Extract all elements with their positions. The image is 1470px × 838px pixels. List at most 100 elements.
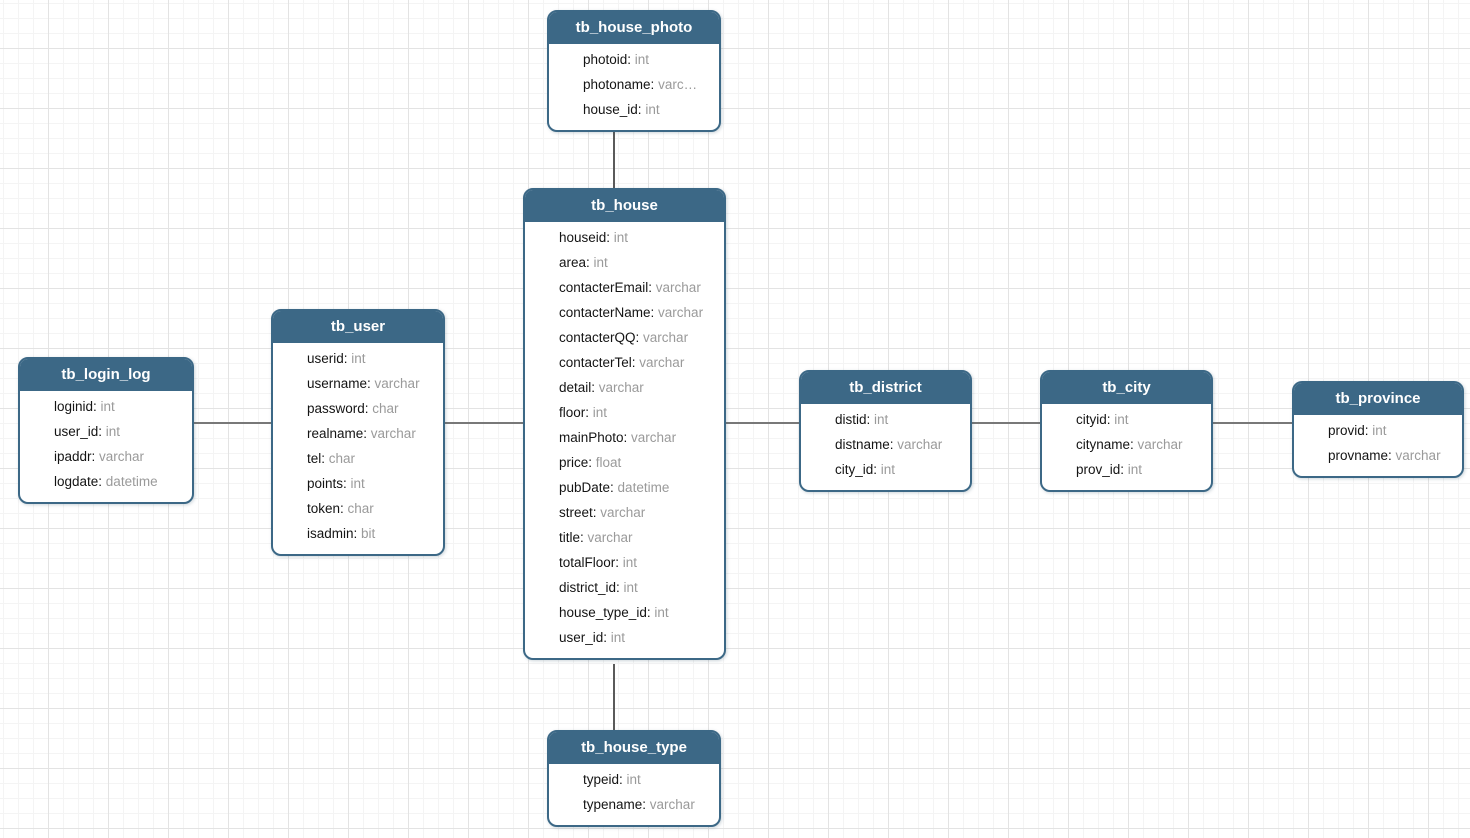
field-row-price[interactable]: price: float [525, 450, 718, 475]
table-title-tb_house_photo[interactable]: tb_house_photo [549, 12, 719, 44]
field-row-distname[interactable]: distname: varchar [801, 432, 964, 457]
field-type: varchar [652, 280, 701, 295]
field-type: int [96, 399, 115, 414]
field-row-cityid[interactable]: cityid: int [1042, 407, 1205, 432]
field-row-provname[interactable]: provname: varchar [1294, 443, 1456, 468]
connector-house_photo-house[interactable] [613, 131, 615, 190]
field-name: photoid: [583, 52, 632, 67]
connector-district-city[interactable] [966, 422, 1042, 424]
field-row-photoname[interactable]: photoname: varc… [549, 72, 713, 97]
table-title-tb_login_log[interactable]: tb_login_log [20, 359, 192, 391]
field-name: user_id: [54, 424, 103, 439]
field-name: userid: [307, 351, 348, 366]
field-type: varchar [595, 380, 644, 395]
field-row-typeid[interactable]: typeid: int [549, 767, 713, 792]
field-name: contacterQQ: [559, 330, 640, 345]
field-type: int [870, 412, 889, 427]
field-row-pubDate[interactable]: pubDate: datetime [525, 475, 718, 500]
connector-house-house_type[interactable] [613, 664, 615, 732]
field-name: house_id: [583, 102, 642, 117]
field-type: int [1124, 462, 1143, 477]
table-title-tb_district[interactable]: tb_district [801, 372, 970, 404]
field-name: totalFloor: [559, 555, 620, 570]
field-row-password[interactable]: password: char [273, 396, 437, 421]
field-row-loginid[interactable]: loginid: int [20, 394, 186, 419]
field-row-token[interactable]: token: char [273, 496, 437, 521]
field-row-contacterQQ[interactable]: contacterQQ: varchar [525, 325, 718, 350]
field-row-userid[interactable]: userid: int [273, 346, 437, 371]
field-name: cityid: [1076, 412, 1111, 427]
field-row-user_id[interactable]: user_id: int [525, 625, 718, 650]
field-row-distid[interactable]: distid: int [801, 407, 964, 432]
field-row-cityname[interactable]: cityname: varchar [1042, 432, 1205, 457]
field-row-logdate[interactable]: logdate: datetime [20, 469, 186, 494]
field-row-prov_id[interactable]: prov_id: int [1042, 457, 1205, 482]
field-name: contacterName: [559, 305, 655, 320]
field-name: typeid: [583, 772, 623, 787]
field-name: distid: [835, 412, 871, 427]
field-row-user_id[interactable]: user_id: int [20, 419, 186, 444]
field-row-isadmin[interactable]: isadmin: bit [273, 521, 437, 546]
field-row-district_id[interactable]: district_id: int [525, 575, 718, 600]
field-type: varc… [654, 77, 698, 92]
field-name: title: [559, 530, 584, 545]
field-row-street[interactable]: street: varchar [525, 500, 718, 525]
connector-house-district[interactable] [720, 422, 801, 424]
field-row-ipaddr[interactable]: ipaddr: varchar [20, 444, 186, 469]
field-type: varchar [583, 530, 633, 545]
field-row-detail[interactable]: detail: varchar [525, 375, 718, 400]
field-row-floor[interactable]: floor: int [525, 400, 718, 425]
field-row-house_id[interactable]: house_id: int [549, 97, 713, 122]
field-row-provid[interactable]: provid: int [1294, 418, 1456, 443]
field-row-tel[interactable]: tel: char [273, 446, 437, 471]
field-row-contacterTel[interactable]: contacterTel: varchar [525, 350, 718, 375]
field-name: password: [307, 401, 369, 416]
field-name: ipaddr: [54, 449, 96, 464]
field-row-mainPhoto[interactable]: mainPhoto: varchar [525, 425, 718, 450]
field-type: int [641, 102, 660, 117]
field-row-contacterName[interactable]: contacterName: varchar [525, 300, 718, 325]
field-row-area[interactable]: area: int [525, 250, 718, 275]
field-type: varchar [639, 330, 689, 345]
connector-login_log-user[interactable] [188, 422, 273, 424]
field-row-city_id[interactable]: city_id: int [801, 457, 964, 482]
field-name: street: [559, 505, 597, 520]
field-row-houseid[interactable]: houseid: int [525, 225, 718, 250]
field-name: pubDate: [559, 480, 614, 495]
field-type: datetime [613, 480, 670, 495]
table-title-tb_province[interactable]: tb_province [1294, 383, 1462, 415]
field-name: logdate: [54, 474, 103, 489]
field-row-realname[interactable]: realname: varchar [273, 421, 437, 446]
field-row-contacterEmail[interactable]: contacterEmail: varchar [525, 275, 718, 300]
field-type: varchar [370, 376, 420, 391]
field-name: houseid: [559, 230, 611, 245]
field-row-photoid[interactable]: photoid: int [549, 47, 713, 72]
field-row-points[interactable]: points: int [273, 471, 437, 496]
table-title-tb_house[interactable]: tb_house [525, 190, 724, 222]
field-type: int [102, 424, 121, 439]
table-title-tb_city[interactable]: tb_city [1042, 372, 1211, 404]
connector-user-house[interactable] [439, 422, 525, 424]
field-row-totalFloor[interactable]: totalFloor: int [525, 550, 718, 575]
field-row-house_type_id[interactable]: house_type_id: int [525, 600, 718, 625]
table-title-tb_house_type[interactable]: tb_house_type [549, 732, 719, 764]
connector-city-province[interactable] [1207, 422, 1294, 424]
field-row-title[interactable]: title: varchar [525, 525, 718, 550]
field-row-username[interactable]: username: varchar [273, 371, 437, 396]
field-row-typename[interactable]: typename: varchar [549, 792, 713, 817]
table-title-tb_user[interactable]: tb_user [273, 311, 443, 343]
